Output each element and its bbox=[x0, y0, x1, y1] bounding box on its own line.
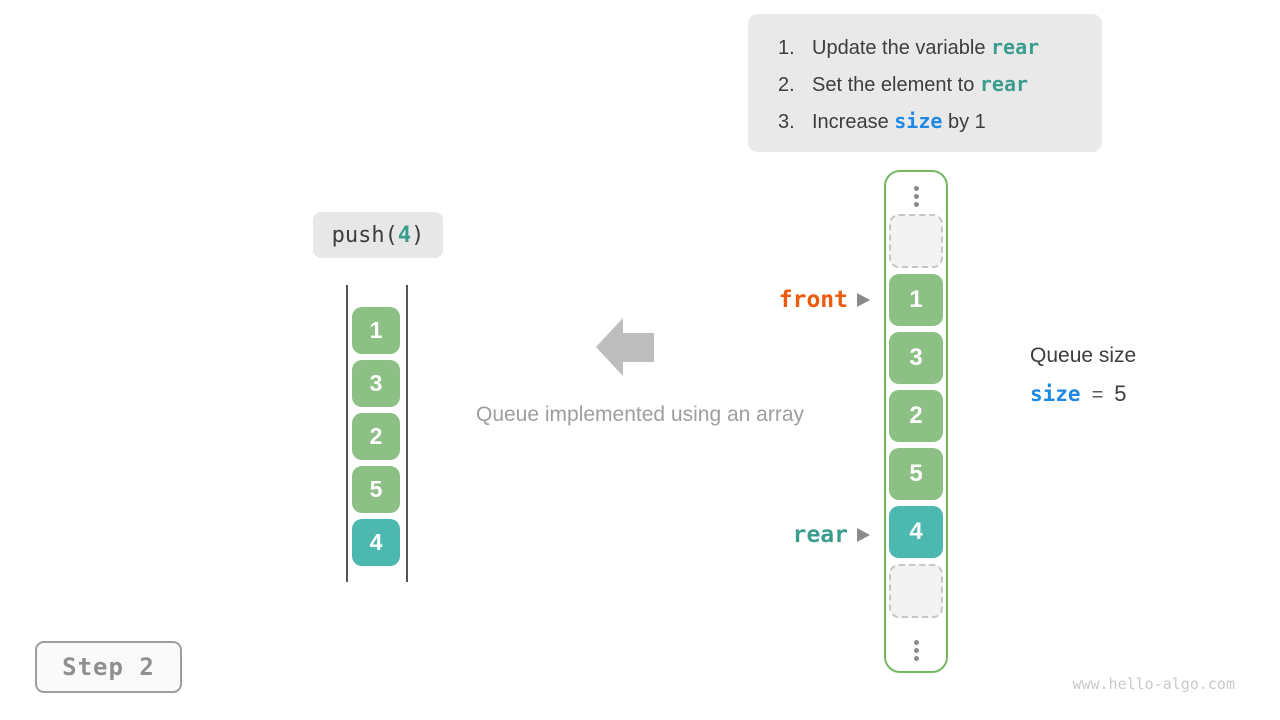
right-arrowhead-icon bbox=[857, 528, 870, 542]
push-label-suffix: ) bbox=[411, 222, 425, 248]
diagram-caption: Queue implemented using an array bbox=[475, 403, 805, 426]
code-token-rear: rear bbox=[979, 72, 1029, 96]
left-arrow-icon bbox=[596, 318, 654, 377]
stack-element-highlighted: 4 bbox=[352, 519, 400, 566]
instruction-item-2: 2. Set the element to rear bbox=[778, 66, 1102, 103]
stack-element: 3 bbox=[352, 360, 400, 407]
watermark: www.hello-algo.com bbox=[1072, 675, 1235, 693]
instruction-list: 1. Update the variable rear 2. Set the ele… bbox=[748, 14, 1102, 152]
size-variable: size bbox=[1030, 382, 1081, 406]
stack-element: 2 bbox=[352, 413, 400, 460]
queue-stack: 1 3 2 5 4 bbox=[352, 307, 400, 566]
instruction-text: Update the variable bbox=[812, 37, 992, 59]
array-cell: 5 bbox=[889, 448, 943, 500]
array-empty-cell bbox=[889, 564, 943, 618]
instruction-number: 2. bbox=[778, 74, 795, 96]
queue-size-title: Queue size bbox=[1030, 344, 1137, 367]
arrow-head bbox=[596, 318, 623, 376]
step-indicator: Step 2 bbox=[35, 641, 182, 693]
instruction-item-1: 1. Update the variable rear bbox=[778, 29, 1102, 66]
instruction-text: by 1 bbox=[942, 111, 986, 133]
vertical-ellipsis-icon bbox=[913, 638, 919, 662]
front-pointer: front bbox=[730, 286, 870, 314]
size-value: 5 bbox=[1114, 381, 1127, 406]
rear-pointer-label: rear bbox=[792, 522, 848, 548]
instruction-number: 1. bbox=[778, 37, 795, 59]
vertical-ellipsis-icon bbox=[913, 184, 919, 208]
code-token-size: size bbox=[894, 109, 943, 133]
instruction-item-3: 3. Increase size by 1 bbox=[778, 103, 1102, 140]
array-empty-cell bbox=[889, 214, 943, 268]
push-label-prefix: push( bbox=[331, 222, 398, 248]
front-pointer-label: front bbox=[778, 287, 848, 313]
stack-element: 1 bbox=[352, 307, 400, 354]
array-cell-front: 1 bbox=[889, 274, 943, 326]
push-value: 4 bbox=[397, 222, 412, 248]
instruction-number: 3. bbox=[778, 111, 795, 133]
queue-size-expression: size = 5 bbox=[1030, 381, 1127, 407]
instruction-text: Increase bbox=[812, 111, 895, 133]
equals-sign: = bbox=[1091, 384, 1104, 406]
stack-right-wall bbox=[406, 285, 408, 582]
push-operation-label: push(4) bbox=[313, 212, 443, 258]
rear-pointer: rear bbox=[730, 521, 870, 549]
stack-left-wall bbox=[346, 285, 348, 582]
array-cell: 2 bbox=[889, 390, 943, 442]
array-cell-rear-highlighted: 4 bbox=[889, 506, 943, 558]
code-token-rear: rear bbox=[991, 35, 1040, 59]
stack-element: 5 bbox=[352, 466, 400, 513]
array-container: 1 3 2 5 4 bbox=[884, 170, 948, 673]
right-arrowhead-icon bbox=[857, 293, 870, 307]
instruction-text: Set the element to bbox=[812, 74, 980, 96]
array-cell: 3 bbox=[889, 332, 943, 384]
arrow-tail bbox=[622, 333, 654, 362]
